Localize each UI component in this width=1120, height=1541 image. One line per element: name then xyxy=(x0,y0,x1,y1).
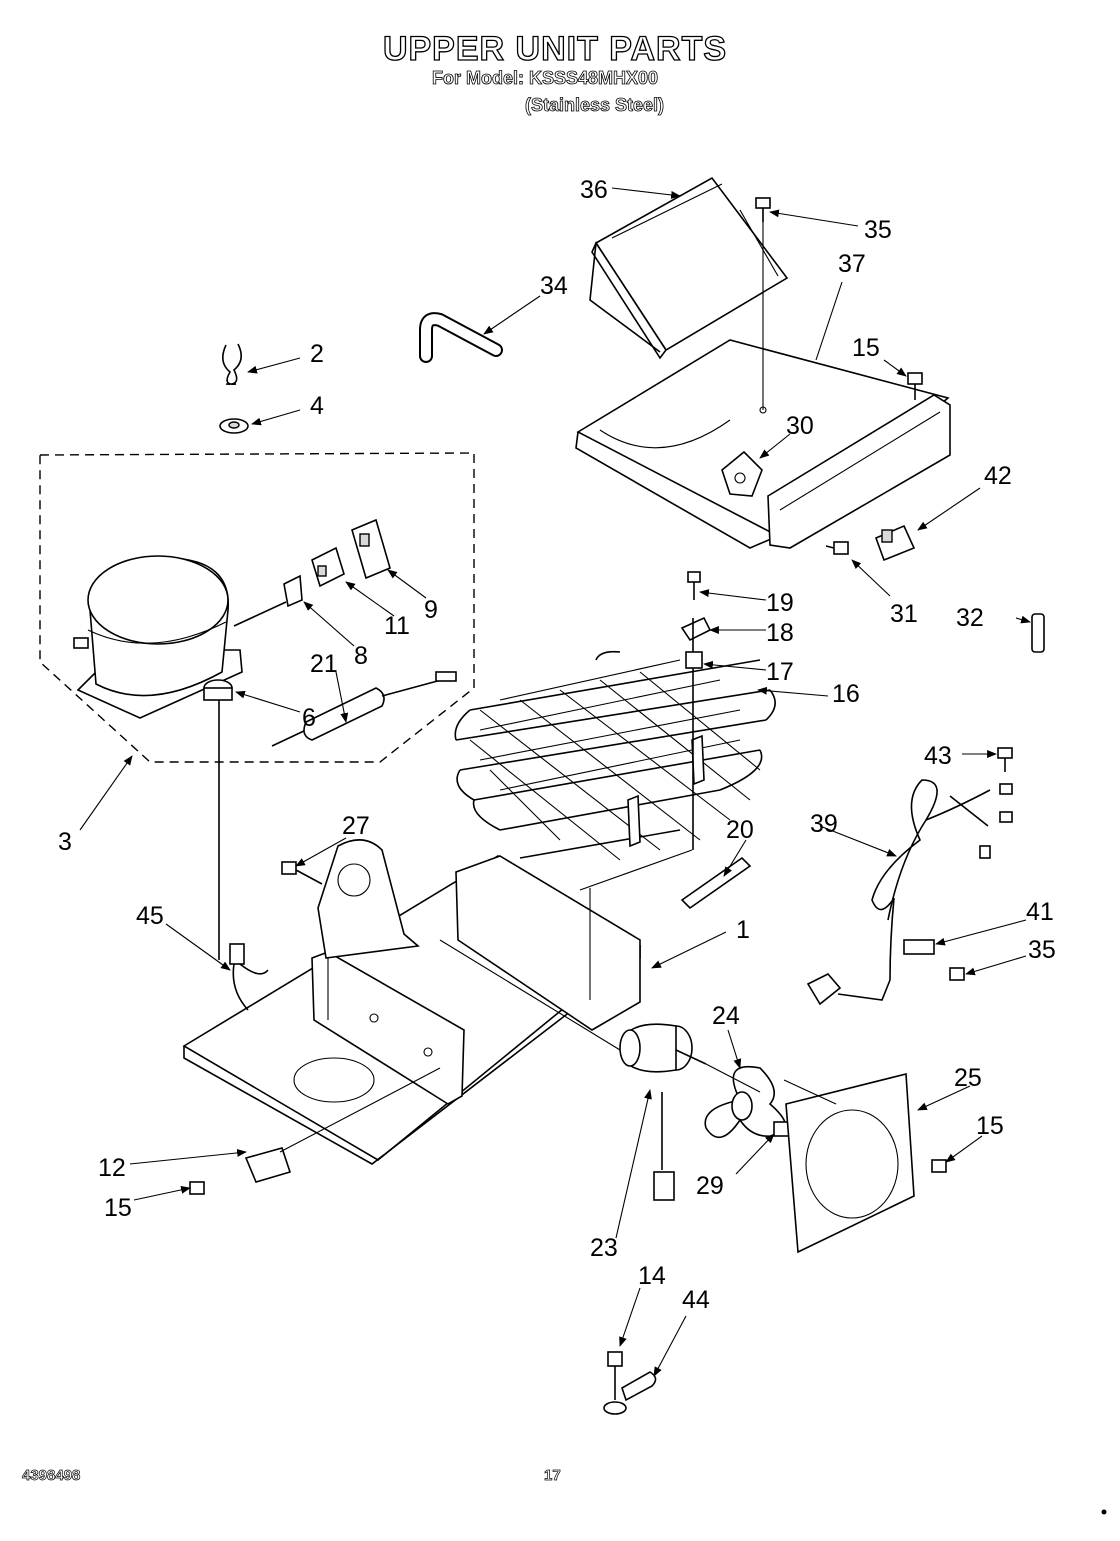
callout-9: 9 xyxy=(424,596,438,624)
clip-part-18 xyxy=(680,616,712,642)
callout-17: 17 xyxy=(766,658,794,686)
callout-15-top: 15 xyxy=(852,334,880,362)
callout-31: 31 xyxy=(890,600,918,628)
callout-42: 42 xyxy=(984,462,1012,490)
compressor xyxy=(73,555,287,719)
grommet-part-6 xyxy=(203,679,233,960)
page-number: 17 xyxy=(544,1467,561,1485)
callout-14: 14 xyxy=(638,1262,666,1290)
callout-29: 29 xyxy=(696,1172,724,1200)
overload-part-8 xyxy=(283,574,303,608)
callout-2: 2 xyxy=(310,340,324,368)
screw-part-15-right xyxy=(931,1159,947,1173)
model-line: For Model: KSSS48MHX00 xyxy=(432,68,659,89)
callout-43: 43 xyxy=(924,742,952,770)
callout-16: 16 xyxy=(832,680,860,708)
tube-part-34 xyxy=(419,312,503,363)
relay-part-42 xyxy=(874,524,916,562)
callout-18: 18 xyxy=(766,619,794,647)
callout-45: 45 xyxy=(136,902,164,930)
corner-dot xyxy=(1101,1509,1107,1515)
top-cover-part-36 xyxy=(589,176,789,360)
callout-3: 3 xyxy=(58,828,72,856)
screw-part-27 xyxy=(281,861,323,885)
callout-15-left: 15 xyxy=(104,1194,132,1222)
holder-part-17 xyxy=(685,651,703,669)
callout-36: 36 xyxy=(580,176,608,204)
callout-34: 34 xyxy=(540,272,568,300)
base-pan xyxy=(182,839,642,1165)
callout-8: 8 xyxy=(354,642,368,670)
callout-44: 44 xyxy=(682,1286,710,1314)
callout-25: 25 xyxy=(954,1064,982,1092)
drier-part-21 xyxy=(271,671,457,747)
callout-labels: 36 35 37 34 15 2 4 30 42 9 11 31 32 19 1… xyxy=(58,176,1056,1314)
fan-shroud-part-25 xyxy=(785,1072,915,1254)
top-tray-part-37 xyxy=(575,208,951,549)
screw-part-43 xyxy=(997,747,1013,772)
document-number: 4398498 xyxy=(22,1467,81,1485)
leader-lines xyxy=(79,187,1031,1377)
callout-21: 21 xyxy=(310,650,338,678)
compressor-kit-outline-part-3 xyxy=(39,452,475,763)
clamp-part-41 xyxy=(903,939,935,955)
screw-part-35-top xyxy=(755,197,771,222)
fan-motor-part-23 xyxy=(619,1023,707,1201)
fan-blade-part-24 xyxy=(704,1066,791,1138)
callout-35-right: 35 xyxy=(1028,936,1056,964)
callout-1: 1 xyxy=(736,916,750,944)
callout-24: 24 xyxy=(712,1002,740,1030)
callout-30: 30 xyxy=(786,412,814,440)
callout-6: 6 xyxy=(302,704,316,732)
callout-23: 23 xyxy=(590,1234,618,1262)
cover-part-9 xyxy=(351,518,391,580)
connector-lines xyxy=(279,849,837,1153)
thermostat-part-12 xyxy=(244,1147,292,1183)
screw-part-14 xyxy=(603,1351,627,1415)
callout-27: 27 xyxy=(342,812,370,840)
sleeve-part-44 xyxy=(621,1371,657,1402)
pin-part-32 xyxy=(1031,613,1045,653)
clip-part-2 xyxy=(222,343,242,386)
callout-39: 39 xyxy=(810,810,838,838)
callout-35-top: 35 xyxy=(864,216,892,244)
harness-part-45 xyxy=(229,943,269,1011)
callout-20: 20 xyxy=(726,816,754,844)
screw-part-19 xyxy=(687,571,701,600)
callout-32: 32 xyxy=(956,604,984,632)
callout-15-right: 15 xyxy=(976,1112,1004,1140)
finish-line: (Stainless Steel) xyxy=(525,95,665,116)
screw-part-15-left xyxy=(189,1181,205,1195)
power-cord-part-39 xyxy=(806,779,1013,1006)
callout-11: 11 xyxy=(384,612,410,640)
callout-19: 19 xyxy=(766,589,794,617)
relay-part-11 xyxy=(311,546,345,588)
grommet-part-4 xyxy=(219,418,249,434)
screw-part-35-right xyxy=(949,967,965,981)
callout-4: 4 xyxy=(310,392,324,420)
page-title: UPPER UNIT PARTS xyxy=(382,29,728,68)
callout-12: 12 xyxy=(98,1154,126,1182)
tie-part-20 xyxy=(680,856,752,910)
screw-part-31 xyxy=(825,541,849,555)
callout-37: 37 xyxy=(838,250,866,278)
screw-part-15-top xyxy=(907,372,923,400)
callout-41: 41 xyxy=(1026,898,1054,926)
condenser-coil-part-16 xyxy=(454,618,776,861)
